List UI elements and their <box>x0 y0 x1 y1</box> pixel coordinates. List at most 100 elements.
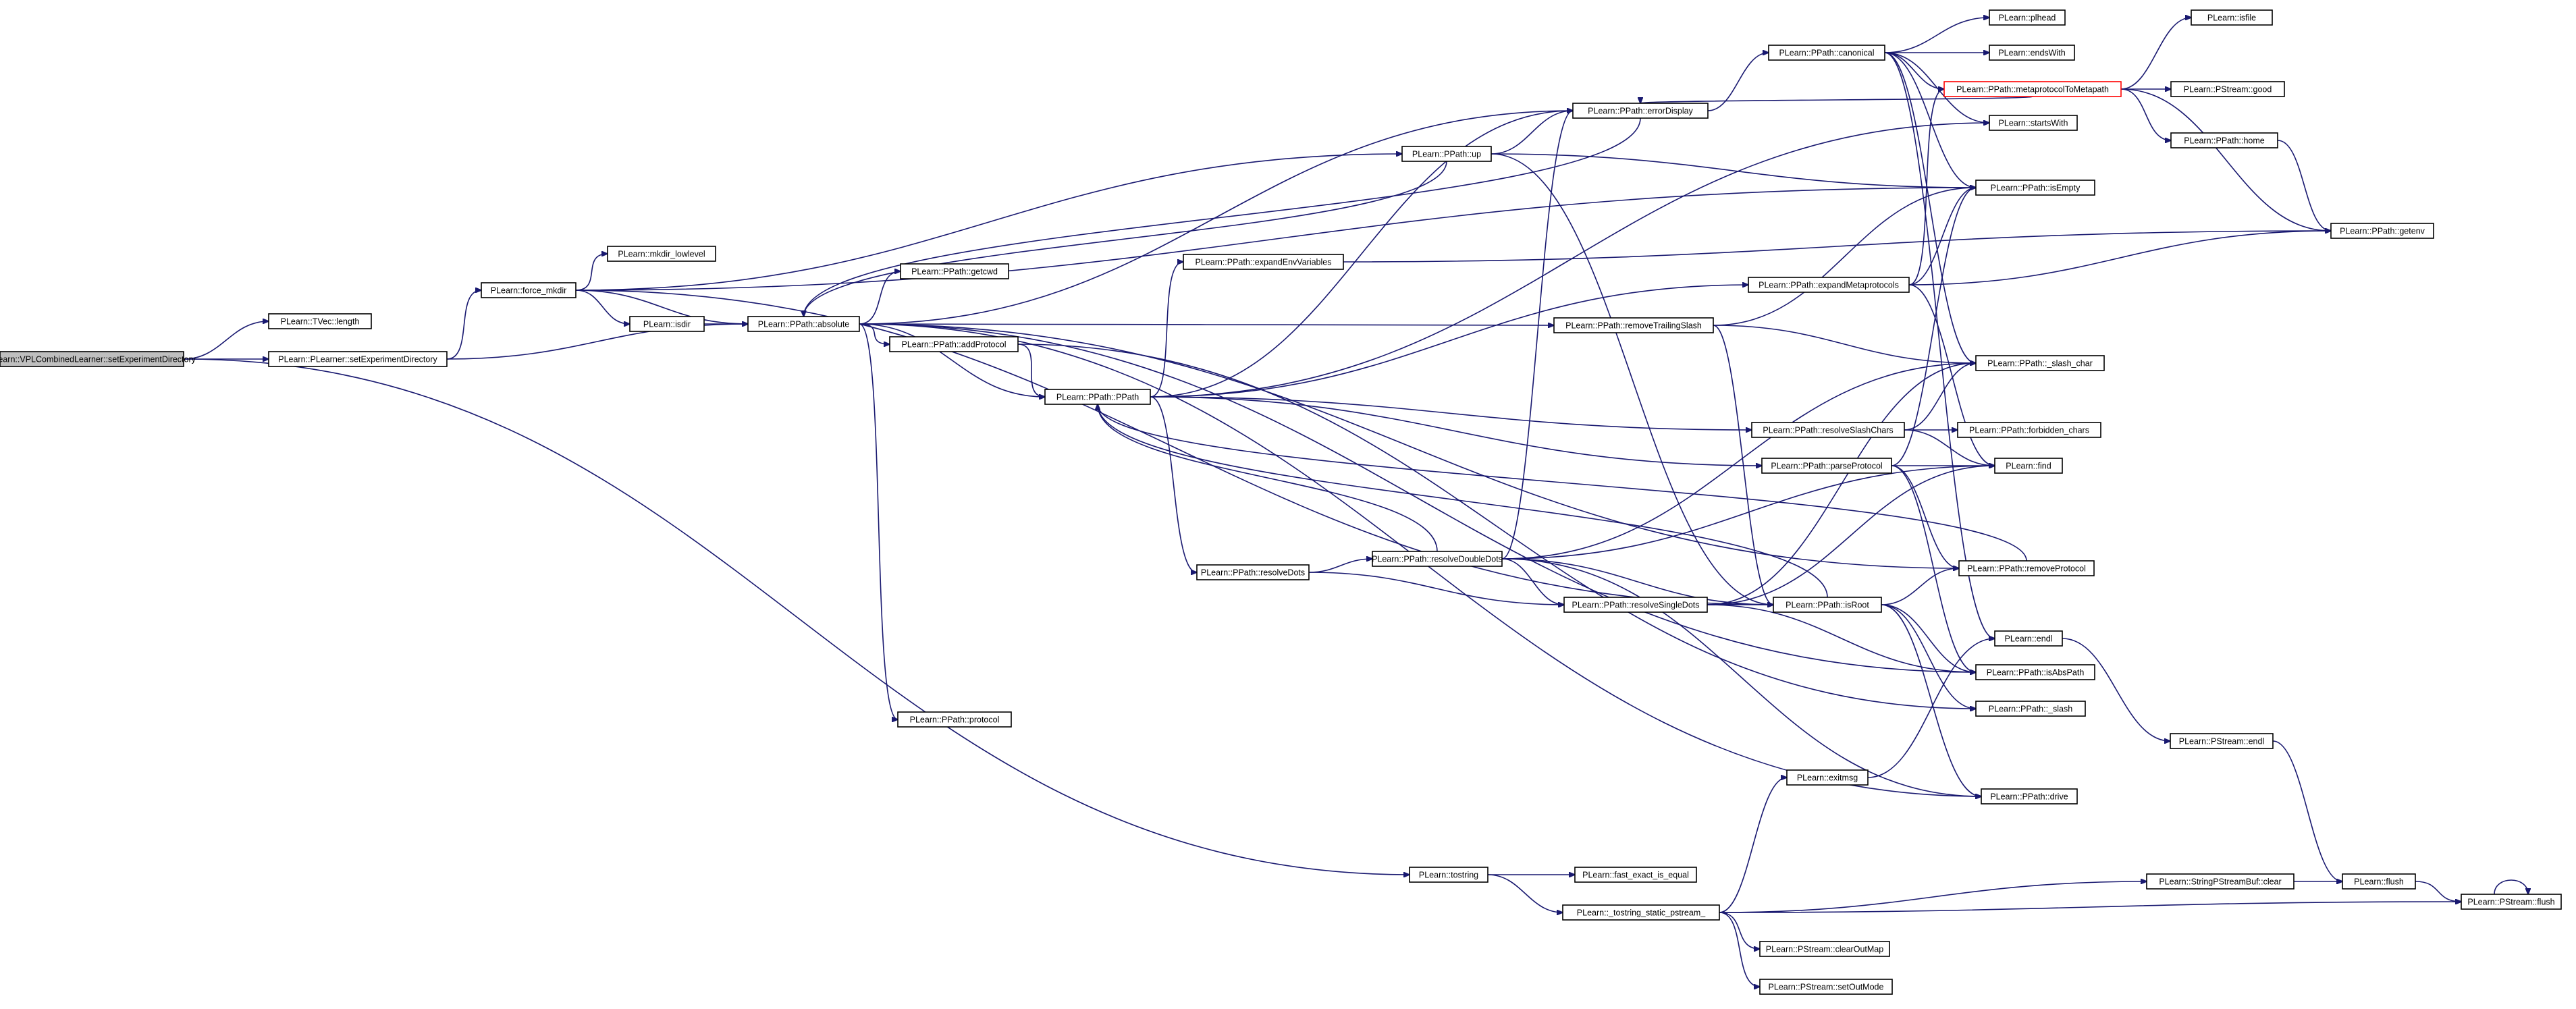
node-expmeta[interactable]: PLearn::PPath::expandMetaprotocols <box>1748 277 1910 293</box>
node-resslash[interactable]: PLearn::PPath::resolveSlashChars <box>1751 422 1905 438</box>
node-meta2path[interactable]: PLearn::PPath::metaprotocolToMetapath <box>1943 81 2122 97</box>
node-box <box>2170 81 2285 97</box>
node-getenv[interactable]: PLearn::PPath::getenv <box>2330 223 2434 239</box>
node-spsbclear[interactable]: PLearn::StringPStreamBuf::clear <box>2146 873 2295 890</box>
node-slash[interactable]: PLearn::PPath::_slash <box>1975 701 2086 717</box>
node-fastexact[interactable]: PLearn::fast_exact_is_equal <box>1574 867 1697 883</box>
node-parseproto[interactable]: PLearn::PPath::parseProtocol <box>1761 458 1892 474</box>
node-label: PLearn::force_mkdir <box>491 286 567 296</box>
node-isabs[interactable]: PLearn::PPath::isAbsPath <box>1975 664 2095 680</box>
node-label: PLearn::PPath::getenv <box>2340 227 2425 236</box>
node-flush[interactable]: PLearn::flush <box>2342 873 2416 890</box>
node-protocol[interactable]: PLearn::PPath::protocol <box>897 711 1012 728</box>
node-label: PLearn::PPath::isAbsPath <box>1987 668 2085 678</box>
node-forcemk[interactable]: PLearn::force_mkdir <box>481 282 576 298</box>
node-label: PLearn::_tostring_static_pstream_ <box>1577 908 1706 918</box>
node-clearout[interactable]: PLearn::PStream::clearOutMap <box>1759 941 1890 957</box>
node-tostring[interactable]: PLearn::tostring <box>1409 867 1488 883</box>
node-label: PLearn::PPath::PPath <box>1056 393 1139 402</box>
node-box <box>1989 115 2078 131</box>
node-resdbl[interactable]: PLearn::PPath::resolveDoubleDots <box>1372 551 1503 567</box>
node-label: PLearn::PPath::isEmpty <box>1991 184 2081 193</box>
node-label: PLearn::exitmsg <box>1797 773 1858 783</box>
call-edge <box>1150 262 1183 398</box>
call-edge <box>575 188 1976 291</box>
node-ppath[interactable]: PLearn::PPath::PPath <box>1044 389 1151 405</box>
node-canonical[interactable]: PLearn::PPath::canonical <box>1768 45 1885 61</box>
node-expenv[interactable]: PLearn::PPath::expandEnvVariables <box>1183 254 1344 270</box>
call-edge <box>1640 96 2033 103</box>
node-endl[interactable]: PLearn::endl <box>1994 630 2063 647</box>
node-label: PLearn::PPath::resolveDots <box>1201 568 1305 578</box>
node-psendl[interactable]: PLearn::PStream::endl <box>2170 733 2274 749</box>
node-absolute[interactable]: PLearn::PPath::absolute <box>747 316 860 332</box>
node-up[interactable]: PLearn::PPath::up <box>1401 146 1492 162</box>
call-edge <box>859 323 1959 568</box>
node-box <box>481 282 576 298</box>
node-root[interactable]: PLearn::VPLCombinedLearner::setExperimen… <box>0 351 196 367</box>
call-edge <box>1150 396 1752 430</box>
call-edge <box>2277 140 2331 231</box>
node-mklow[interactable]: PLearn::mkdir_lowlevel <box>607 246 716 262</box>
node-errdisp[interactable]: PLearn::PPath::errorDisplay <box>1572 103 1709 119</box>
call-edges <box>183 18 2528 987</box>
node-label: PLearn::mkdir_lowlevel <box>618 250 705 259</box>
call-edge <box>1713 188 1976 326</box>
node-label: PLearn::PStream::clearOutMap <box>1766 945 1883 954</box>
call-edge <box>1501 558 1981 796</box>
call-edge <box>1719 912 1760 949</box>
node-label: PLearn::PPath::resolveDoubleDots <box>1372 555 1503 564</box>
node-isempty[interactable]: PLearn::PPath::isEmpty <box>1975 180 2095 196</box>
node-box <box>2330 223 2434 239</box>
node-isfile[interactable]: PLearn::isfile <box>2191 9 2273 26</box>
node-find[interactable]: PLearn::find <box>1994 458 2063 474</box>
call-edge <box>2494 879 2528 894</box>
node-ressgl[interactable]: PLearn::PPath::resolveSingleDots <box>1563 597 1708 613</box>
node-label: PLearn::plhead <box>1999 13 2056 23</box>
call-edge <box>859 111 1573 325</box>
node-tveclen[interactable]: PLearn::TVec::length <box>268 313 372 329</box>
call-edge <box>2120 88 2171 140</box>
node-exitmsg[interactable]: PLearn::exitmsg <box>1786 769 1869 786</box>
node-box <box>1759 941 1890 957</box>
call-edge <box>1308 572 1564 605</box>
node-label: PLearn::PPath::expandEnvVariables <box>1196 258 1332 267</box>
node-forbidden[interactable]: PLearn::PPath::forbidden_chars <box>1957 422 2101 438</box>
node-slashchar[interactable]: PLearn::PPath::_slash_char <box>1975 355 2105 371</box>
node-startswith[interactable]: PLearn::startsWith <box>1989 115 2078 131</box>
node-home[interactable]: PLearn::PPath::home <box>2170 132 2278 148</box>
node-box <box>1975 180 2095 196</box>
call-edge <box>1501 466 1995 560</box>
node-box <box>1981 788 2078 805</box>
node-remtrail[interactable]: PLearn::PPath::removeTrailingSlash <box>1553 317 1714 333</box>
node-resdots[interactable]: PLearn::PPath::resolveDots <box>1196 564 1310 580</box>
call-edge <box>575 290 748 324</box>
node-drive[interactable]: PLearn::PPath::drive <box>1981 788 2078 805</box>
call-edge <box>1501 363 1976 560</box>
node-label: PLearn::PPath::resolveSingleDots <box>1572 601 1700 610</box>
node-addproto[interactable]: PLearn::PPath::addProtocol <box>889 336 1019 352</box>
call-edge <box>1891 188 1976 466</box>
node-psflush[interactable]: PLearn::PStream::flush <box>2461 894 2562 910</box>
node-isroot[interactable]: PLearn::PPath::isRoot <box>1773 597 1882 613</box>
node-setexp[interactable]: PLearn::PLearner::setExperimentDirectory <box>268 351 448 367</box>
call-edge <box>1884 18 1989 53</box>
node-box <box>2170 132 2278 148</box>
node-label: PLearn::PPath::getcwd <box>911 267 998 277</box>
node-plhead[interactable]: PLearn::plhead <box>1989 9 2066 26</box>
call-edge <box>1884 52 1995 638</box>
call-edge <box>1491 153 1976 188</box>
node-good[interactable]: PLearn::PStream::good <box>2170 81 2285 97</box>
node-label: PLearn::PPath::resolveSlashChars <box>1763 426 1893 435</box>
node-endswith[interactable]: PLearn::endsWith <box>1989 45 2075 61</box>
call-edge <box>1908 284 1995 466</box>
node-isdir[interactable]: PLearn::isdir <box>629 316 705 332</box>
call-edge <box>183 321 269 360</box>
call-edge <box>1713 325 1773 605</box>
node-setout[interactable]: PLearn::PStream::setOutMode <box>1759 979 1893 995</box>
node-remproto[interactable]: PLearn::PPath::removeProtocol <box>1958 560 2095 576</box>
node-label: PLearn::PPath::removeTrailingSlash <box>1565 321 1702 331</box>
node-getcwd[interactable]: PLearn::PPath::getcwd <box>900 263 1009 279</box>
node-tostrstatic[interactable]: PLearn::_tostring_static_pstream_ <box>1562 904 1720 921</box>
node-box <box>1748 277 1910 293</box>
